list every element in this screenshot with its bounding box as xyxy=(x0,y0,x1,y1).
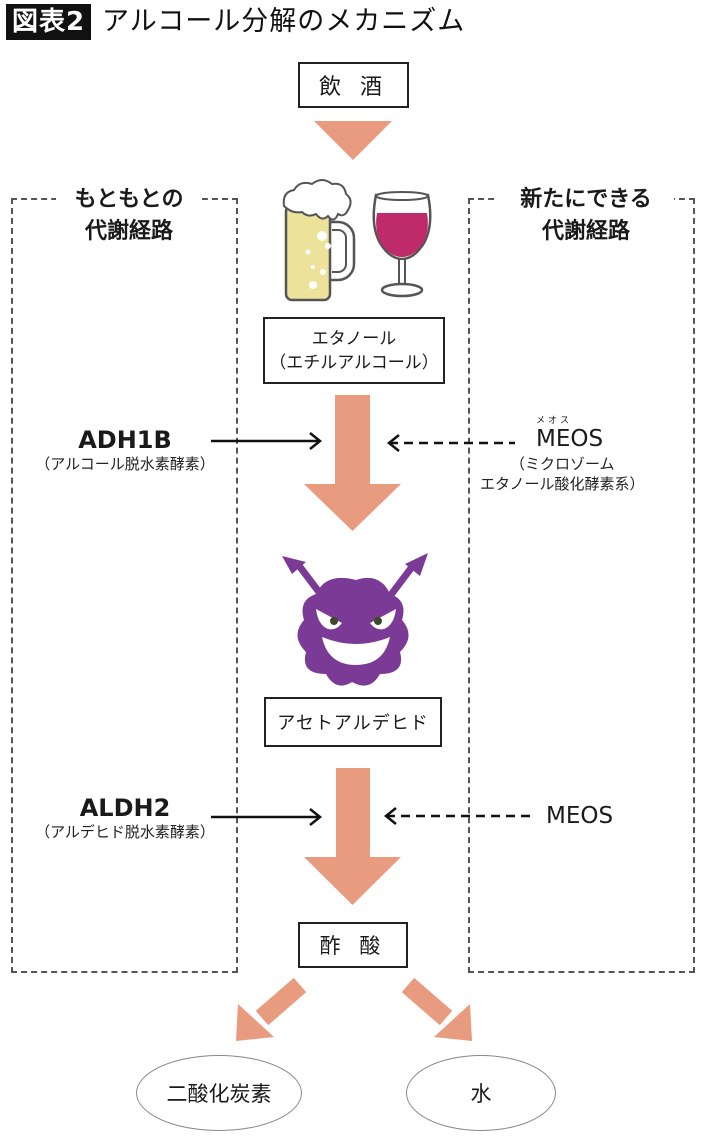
meos-desc-line2: エタノール酸化酵素系） xyxy=(480,475,645,493)
ethanol-box: エタノール （エチルアルコール） xyxy=(263,317,445,384)
meos-name-1: MEOS xyxy=(536,426,604,452)
arrow-to-co2 xyxy=(236,977,307,1041)
original-pathway-heading-line2: 代謝経路 xyxy=(84,219,173,244)
adh1b-label: ADH1B （アルコール脱水素酵素） xyxy=(12,426,238,474)
adh1b-name: ADH1B xyxy=(78,426,172,454)
meos-desc-line1: （ミクロゾーム xyxy=(510,455,615,473)
meos-arrow-2 xyxy=(383,807,535,825)
new-pathway-heading-line1: 新たにできる xyxy=(520,187,652,212)
ethanol-label: エタノール xyxy=(311,328,397,349)
meos-name-2: MEOS xyxy=(546,803,614,829)
new-pathway-heading: 新たにできる 代謝経路 xyxy=(498,184,674,248)
beer-mug-icon xyxy=(282,179,356,302)
new-pathway-heading-line2: 代謝経路 xyxy=(541,219,630,244)
original-pathway-heading-line1: もともとの xyxy=(74,187,184,212)
adh1b-arrow xyxy=(211,432,323,450)
devil-icon xyxy=(282,553,428,686)
aldh2-name: ALDH2 xyxy=(79,794,171,822)
meos-arrow-1 xyxy=(386,434,515,452)
acetaldehyde-box: アセトアルデヒド xyxy=(264,697,442,747)
arrow-to-water xyxy=(401,977,472,1041)
wine-glass-icon xyxy=(372,191,432,298)
figure-number-badge: 図表2 xyxy=(6,4,92,40)
big-down-arrow-1 xyxy=(304,395,401,531)
aldh2-desc: （アルデヒド脱水素酵素） xyxy=(35,823,215,841)
big-down-arrow-2 xyxy=(304,768,401,905)
aldh2-label: ALDH2 （アルデヒド脱水素酵素） xyxy=(12,794,238,842)
carbon-dioxide-ellipse: 二酸化炭素 xyxy=(136,1055,302,1131)
ethanol-sublabel: （エチルアルコール） xyxy=(269,352,439,373)
adh1b-desc: （アルコール脱水素酵素） xyxy=(35,455,215,473)
aldh2-arrow xyxy=(211,808,323,826)
acetic-acid-box: 酢 酸 xyxy=(298,922,408,968)
water-ellipse: 水 xyxy=(406,1055,556,1131)
down-triangle-arrow xyxy=(314,121,392,160)
meos-ruby: メオス xyxy=(536,416,573,426)
meos-label-1: メオス MEOS （ミクロゾーム エタノール酸化酵素系） xyxy=(480,416,710,494)
figure-title: アルコール分解のメカニズム xyxy=(102,6,466,37)
drinking-box: 飲 酒 xyxy=(298,62,409,108)
original-pathway-heading: もともとの 代謝経路 xyxy=(56,184,202,248)
